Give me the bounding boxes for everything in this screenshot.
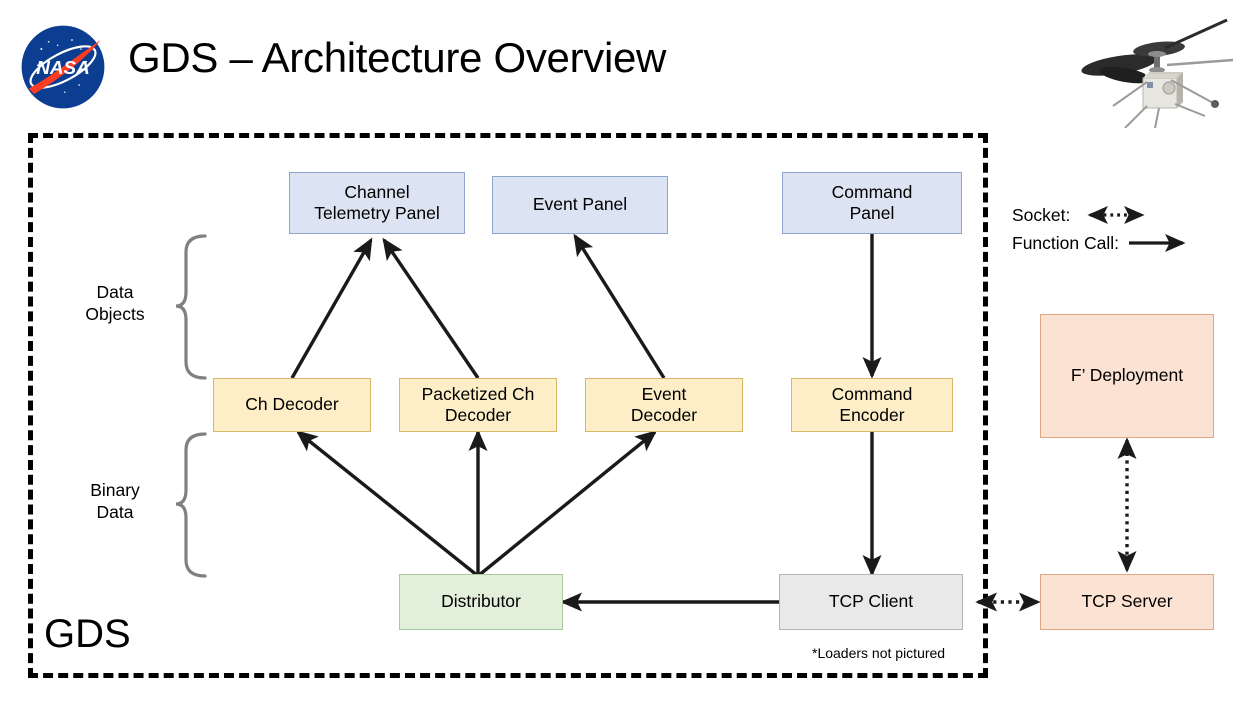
node-event-decoder[interactable]: Event Decoder [585, 378, 743, 432]
brace-label-binary-data: Binary Data [90, 480, 140, 522]
node-tcp-server[interactable]: TCP Server [1040, 574, 1214, 630]
node-event-panel[interactable]: Event Panel [492, 176, 668, 234]
node-packetized-ch-decoder[interactable]: Packetized Ch Decoder [399, 378, 557, 432]
page-header: NASA GDS – Architecture Overview [0, 0, 1250, 130]
legend: Socket: Function Call: [1012, 202, 1227, 262]
gds-boundary-box [28, 133, 988, 678]
legend-label-socket: Socket: [1012, 204, 1071, 225]
node-tcp-client[interactable]: TCP Client [779, 574, 963, 630]
legend-row-function-call: Function Call: [1012, 230, 1193, 256]
brace-label-data-objects: Data Objects [85, 282, 145, 324]
node-command-encoder[interactable]: Command Encoder [791, 378, 953, 432]
socket-arrow-icon [1087, 206, 1145, 224]
node-fprime-deployment[interactable]: F’ Deployment [1040, 314, 1214, 438]
gds-boundary-label: GDS [44, 612, 131, 656]
legend-label-function-call: Function Call: [1012, 232, 1119, 253]
svg-text:NASA: NASA [36, 58, 90, 79]
node-ch-decoder[interactable]: Ch Decoder [213, 378, 371, 432]
legend-row-socket: Socket: [1012, 202, 1152, 228]
node-channel-telemetry-panel[interactable]: Channel Telemetry Panel [289, 172, 465, 234]
node-command-panel[interactable]: Command Panel [782, 172, 962, 234]
footnote-loaders: *Loaders not pictured [812, 645, 946, 661]
nasa-meatball-logo: NASA [21, 25, 105, 109]
function-call-arrow-icon [1129, 234, 1186, 252]
page-title: GDS – Architecture Overview [128, 34, 667, 81]
mars-helicopter-photo [1081, 18, 1234, 128]
node-distributor[interactable]: Distributor [399, 574, 563, 630]
